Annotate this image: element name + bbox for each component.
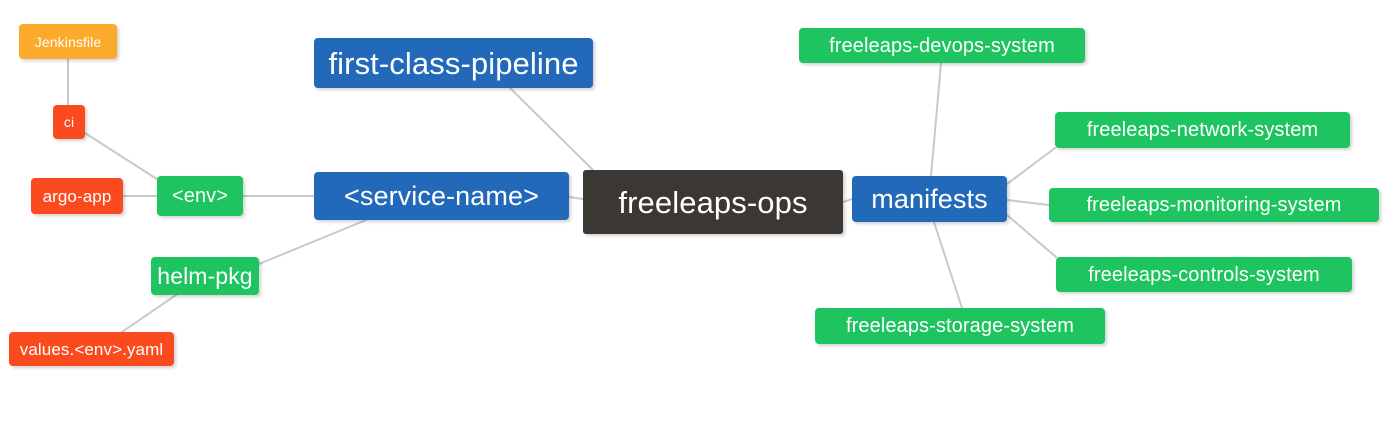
node-label: freeleaps-ops (618, 184, 808, 220)
edge-service-helm (258, 219, 367, 265)
node-label: ci (63, 114, 75, 130)
node-label: freeleaps-network-system (1086, 119, 1319, 141)
edge-manifests-monitoring (1006, 199, 1050, 206)
node-monitoring-system[interactable]: freeleaps-monitoring-system (1049, 188, 1379, 222)
node-label: freeleaps-monitoring-system (1086, 194, 1342, 216)
edge-manifests-devops (930, 62, 942, 177)
node-jenkinsfile[interactable]: Jenkinsfile (19, 24, 117, 59)
edge-root-manifests (842, 198, 853, 203)
node-label: freeleaps-controls-system (1088, 263, 1320, 286)
node-manifests[interactable]: manifests (852, 176, 1007, 222)
node-label: <service-name> (344, 180, 539, 211)
node-devops-system[interactable]: freeleaps-devops-system (799, 28, 1085, 63)
edge-manifests-network (1006, 147, 1056, 185)
node-label: first-class-pipeline (328, 45, 579, 81)
node-label: freeleaps-devops-system (829, 34, 1055, 57)
node-service-name[interactable]: <service-name> (314, 172, 569, 220)
node-label: helm-pkg (157, 262, 253, 289)
edge-env-ci (84, 132, 161, 182)
node-controls-system[interactable]: freeleaps-controls-system (1056, 257, 1352, 292)
node-storage-system[interactable]: freeleaps-storage-system (815, 308, 1105, 344)
node-label: argo-app (42, 186, 112, 206)
node-label: manifests (871, 183, 988, 214)
node-ci[interactable]: ci (53, 105, 85, 139)
edge-manifests-controls (1006, 214, 1057, 258)
node-network-system[interactable]: freeleaps-network-system (1055, 112, 1350, 148)
edge-root-service (568, 196, 584, 200)
edge-helm-values (121, 294, 177, 333)
edge-manifests-storage (933, 221, 963, 309)
node-values-yaml[interactable]: values.<env>.yaml (9, 332, 174, 366)
node-label: freeleaps-storage-system (845, 315, 1075, 337)
node-label: <env> (171, 185, 229, 207)
node-label: values.<env>.yaml (19, 339, 164, 359)
node-root[interactable]: freeleaps-ops (583, 170, 843, 234)
edge-root-pipeline (509, 87, 594, 171)
node-helm-pkg[interactable]: helm-pkg (151, 257, 259, 295)
node-label: Jenkinsfile (34, 33, 102, 50)
node-env[interactable]: <env> (157, 176, 243, 216)
node-pipeline[interactable]: first-class-pipeline (314, 38, 593, 88)
node-argo-app[interactable]: argo-app (31, 178, 123, 214)
